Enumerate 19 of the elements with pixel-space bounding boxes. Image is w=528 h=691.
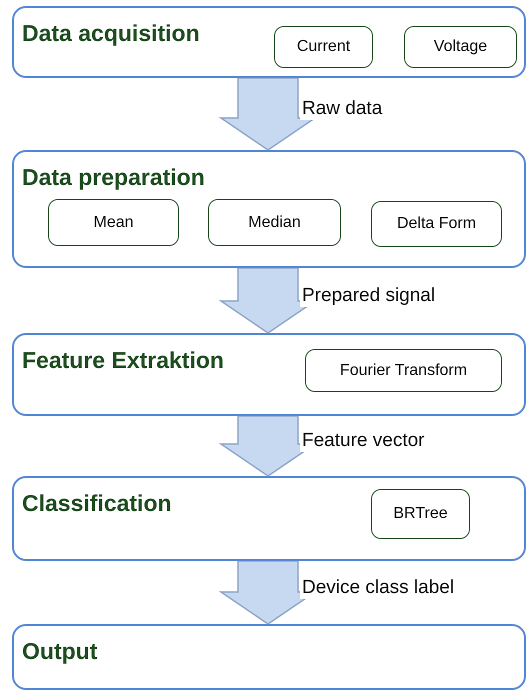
method-box: Mean	[48, 199, 179, 246]
method-box: BRTree	[371, 489, 470, 539]
stage-box	[12, 6, 526, 78]
stage-box	[12, 476, 526, 561]
stage-heading: Data preparation	[22, 164, 205, 191]
stage-heading: Feature Extraktion	[22, 347, 224, 374]
stage-heading: Classification	[22, 490, 172, 517]
stage-heading: Output	[22, 638, 98, 665]
method-box: Voltage	[404, 26, 517, 68]
method-box: Current	[274, 26, 373, 68]
method-box: Delta Form	[371, 201, 502, 247]
stage-box	[12, 150, 526, 268]
method-box: Fourier Transform	[305, 349, 502, 392]
method-box: Median	[208, 199, 341, 246]
stage-box	[12, 333, 526, 416]
edge-label: Raw data	[300, 98, 384, 120]
edge-label: Feature vector	[300, 430, 426, 452]
stage-heading: Data acquisition	[22, 20, 200, 47]
stage-box	[12, 624, 526, 690]
